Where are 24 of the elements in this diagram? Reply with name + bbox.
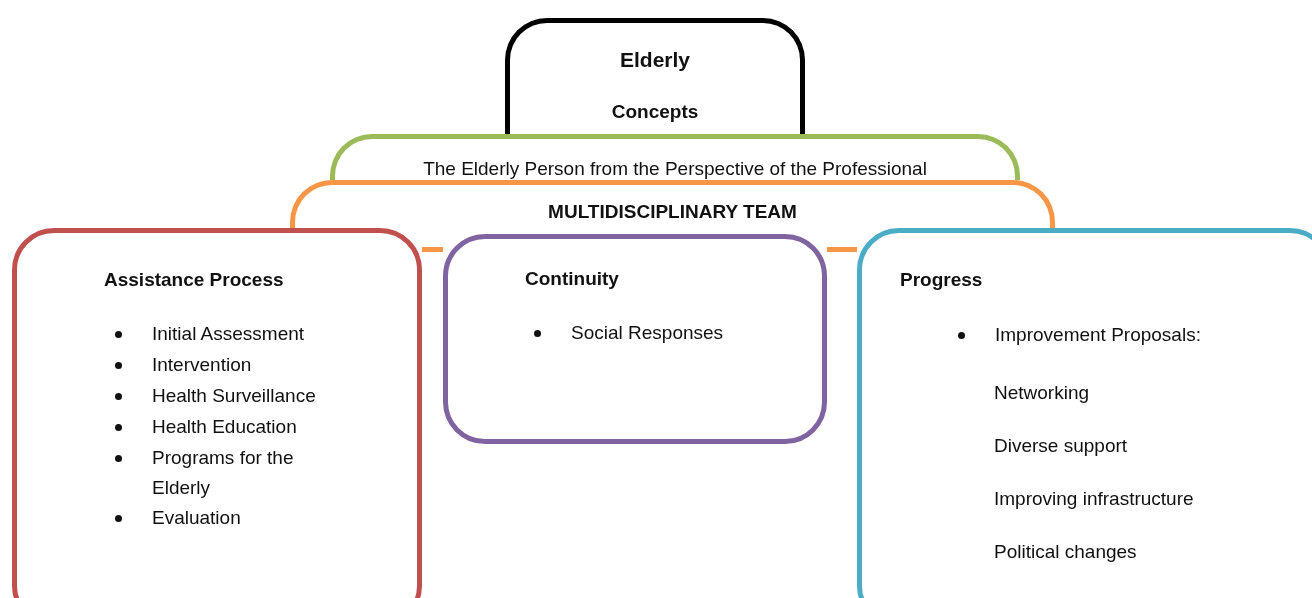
- heading: Continuity: [525, 267, 619, 291]
- bullet-item: Intervention: [152, 353, 252, 377]
- bullet-item: Programs for the Elderly: [152, 446, 295, 500]
- list-item: Political changes: [994, 540, 1137, 564]
- heading: Progress: [900, 268, 983, 292]
- bullet-item: Social Responses: [571, 321, 724, 345]
- process-card: [443, 234, 827, 444]
- heading: Concepts: [610, 100, 700, 124]
- list-item: Improving infrastructure: [994, 487, 1194, 511]
- heading: Assistance Process: [104, 268, 284, 292]
- list-item: The Elderly Person from the Perspective of the Professional: [422, 157, 928, 180]
- bullet-item: Initial Assessment: [152, 322, 305, 346]
- heading: MULTIDISCIPLINARY TEAM: [547, 200, 798, 224]
- list-item: Diverse support: [994, 434, 1128, 458]
- team-band: [290, 180, 1055, 228]
- heading: Elderly: [618, 47, 691, 73]
- bullet-item: Health Education: [152, 415, 297, 439]
- process-card: [857, 228, 1312, 598]
- process-card: [12, 228, 422, 598]
- bullet-item: Evaluation: [152, 506, 241, 530]
- bullet-item: Improvement Proposals:: [995, 323, 1201, 347]
- concept-box: [505, 18, 805, 134]
- bullet-item: Health Surveillance: [152, 384, 316, 408]
- list-item: Networking: [994, 381, 1090, 405]
